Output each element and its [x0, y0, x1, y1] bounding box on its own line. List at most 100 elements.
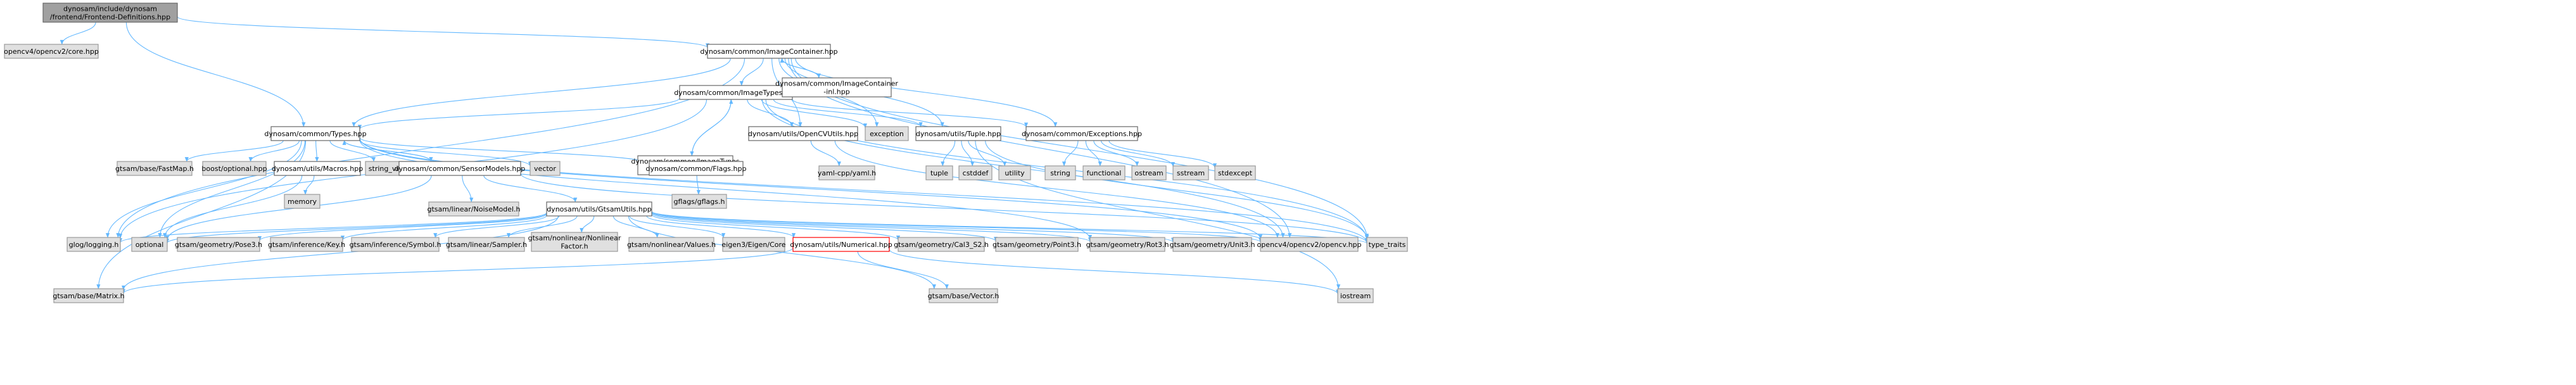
node-box — [998, 165, 1031, 180]
node-label: dynosam/common/Flags.hpp — [646, 165, 747, 173]
node-sensormodels[interactable]: dynosam/common/SensorModels.hpp — [395, 161, 526, 176]
node-label: functional — [1087, 169, 1122, 177]
node-exceptions[interactable]: dynosam/common/Exceptions.hpp — [1022, 126, 1142, 141]
edge-exceptions-to-ostream — [1093, 140, 1139, 167]
edge-numerical-to-iostream — [889, 249, 1340, 294]
node-box — [722, 237, 785, 252]
node-flags[interactable]: dynosam/common/Flags.hpp — [646, 161, 747, 176]
node-ostream: ostream — [1131, 165, 1167, 180]
node-box — [67, 237, 121, 252]
edge-root-to-imgcontainer — [177, 16, 709, 49]
node-label: utility — [1005, 169, 1025, 177]
node-box — [53, 288, 124, 303]
node-label: gtsam/inference/Key.h — [268, 241, 345, 249]
node-label: iostream — [1340, 292, 1371, 300]
node-gtsamutils[interactable]: dynosam/utils/GtsamUtils.hpp — [546, 201, 652, 217]
node-label: gflags/gflags.h — [674, 198, 725, 206]
node-label: gtsam/base/FastMap.h — [115, 165, 194, 173]
node-label: gtsam/linear/NoiseModel.h — [427, 205, 520, 213]
node-label: dynosam/common/ImageContainer — [775, 80, 898, 88]
node-eigencore: eigen3/Eigen/Core — [721, 237, 786, 252]
edge-types-to-optional — [158, 140, 306, 238]
edge-gtsamutils-to-opencv — [651, 211, 1262, 243]
edge-gtsamutils-to-rot3 — [651, 212, 1092, 243]
edge-gtsamutils-to-glog — [118, 212, 547, 243]
node-vector_h: gtsam/base/Vector.h — [928, 288, 999, 303]
edge-gtsamutils-to-key — [341, 215, 547, 241]
edge-root-to-cv_core — [60, 22, 96, 45]
edge-numerical-to-vector_h — [857, 251, 949, 289]
node-matrix: gtsam/base/Matrix.h — [53, 288, 125, 303]
node-label: dynosam/common/ImageTypes.hpp — [674, 89, 798, 97]
node-label: string_view — [369, 165, 408, 173]
node-label: gtsam/geometry/Point3.h — [993, 241, 1081, 249]
node-box — [1131, 165, 1167, 180]
edge-imgtypes-to-tuple_hpp — [773, 99, 923, 127]
node-label: gtsam/geometry/Cal3_S2.h — [894, 241, 989, 249]
edge-opencvutils-to-yamlcpp — [810, 140, 841, 167]
node-box — [351, 237, 440, 252]
node-box — [782, 77, 892, 98]
node-opencvutils[interactable]: dynosam/utils/OpenCVUtils.hpp — [748, 126, 858, 141]
node-tuple_hpp[interactable]: dynosam/utils/Tuple.hpp — [915, 126, 1001, 141]
node-imgtypes[interactable]: dynosam/common/ImageTypes.hpp — [674, 85, 798, 100]
edge-gtsamutils-to-numerical — [646, 215, 796, 238]
node-box — [1089, 237, 1165, 252]
node-box — [925, 165, 953, 180]
node-label: gtsam/geometry/Rot3.h — [1086, 241, 1169, 249]
node-label: gtsam/geometry/Unit3.h — [1169, 241, 1255, 249]
node-box — [131, 237, 168, 252]
node-label: cstddef — [963, 169, 989, 177]
edge-gtsamutils-to-eigencore — [629, 215, 726, 238]
edge-types-to-type_traits — [359, 138, 1369, 243]
node-label: exception — [870, 130, 904, 138]
node-imgcontainer[interactable]: dynosam/common/ImageContainer.hpp — [700, 44, 838, 59]
node-label: Factor.h — [561, 243, 588, 251]
node-box — [1260, 237, 1359, 252]
node-label: yaml-cpp/yaml.h — [818, 169, 876, 177]
node-box — [42, 3, 178, 23]
node-label: boost/optional.hpp — [201, 165, 267, 173]
node-box — [530, 161, 561, 176]
node-box — [1172, 237, 1252, 252]
node-box — [270, 126, 360, 141]
node-label: memory — [288, 198, 317, 206]
edge-gtsamutils-to-unit3 — [651, 211, 1175, 243]
node-box — [1082, 165, 1126, 180]
node-box — [707, 44, 831, 59]
edge-imgcontainer_inl-to-imgcontainer — [780, 58, 820, 79]
edge-sensormodels-to-type_traits — [520, 173, 1369, 244]
node-gflags: gflags/gflags.h — [671, 194, 727, 209]
node-box — [671, 194, 727, 209]
node-macros[interactable]: dynosam/utils/Macros.hpp — [272, 161, 363, 176]
edge-imgcontainer-to-types — [352, 58, 731, 127]
node-unit3: gtsam/geometry/Unit3.h — [1169, 237, 1255, 252]
node-label: eigen3/Eigen/Core — [721, 241, 785, 249]
node-label: optional — [136, 241, 164, 249]
node-label: dynosam/utils/Macros.hpp — [272, 165, 363, 173]
node-box — [177, 237, 260, 252]
node-box — [1172, 165, 1209, 180]
node-box — [1025, 126, 1138, 141]
node-imgcontainer_inl[interactable]: dynosam/common/ImageContainer-inl.hpp — [775, 77, 898, 98]
node-box — [284, 194, 320, 209]
node-box — [546, 201, 652, 217]
node-vector: vector — [530, 161, 561, 176]
node-root[interactable]: dynosam/include/dynosam/frontend/Fronten… — [42, 3, 178, 23]
edge-opencvutils-to-opencv — [834, 140, 1279, 238]
node-box — [958, 165, 993, 180]
node-types[interactable]: dynosam/common/Types.hpp — [264, 126, 367, 141]
edge-root-to-types — [125, 22, 306, 127]
edge-macros-to-optional — [163, 175, 303, 238]
node-numerical[interactable]: dynosam/utils/Numerical.hpp — [790, 237, 892, 252]
node-stdexcept: stdexcept — [1214, 165, 1256, 180]
node-box — [202, 161, 267, 176]
edge-imgtypes-to-types — [358, 98, 680, 130]
node-label: ostream — [1134, 169, 1163, 177]
edge-exceptions-to-sstream — [1100, 140, 1176, 167]
edge-tuple_hpp-to-tuple — [941, 140, 956, 167]
edge-numerical-to-matrix — [122, 247, 794, 294]
node-box — [628, 237, 714, 252]
node-label: dynosam/common/ImageContainer.hpp — [700, 47, 837, 56]
node-label: dynosam/common/Exceptions.hpp — [1022, 130, 1142, 138]
